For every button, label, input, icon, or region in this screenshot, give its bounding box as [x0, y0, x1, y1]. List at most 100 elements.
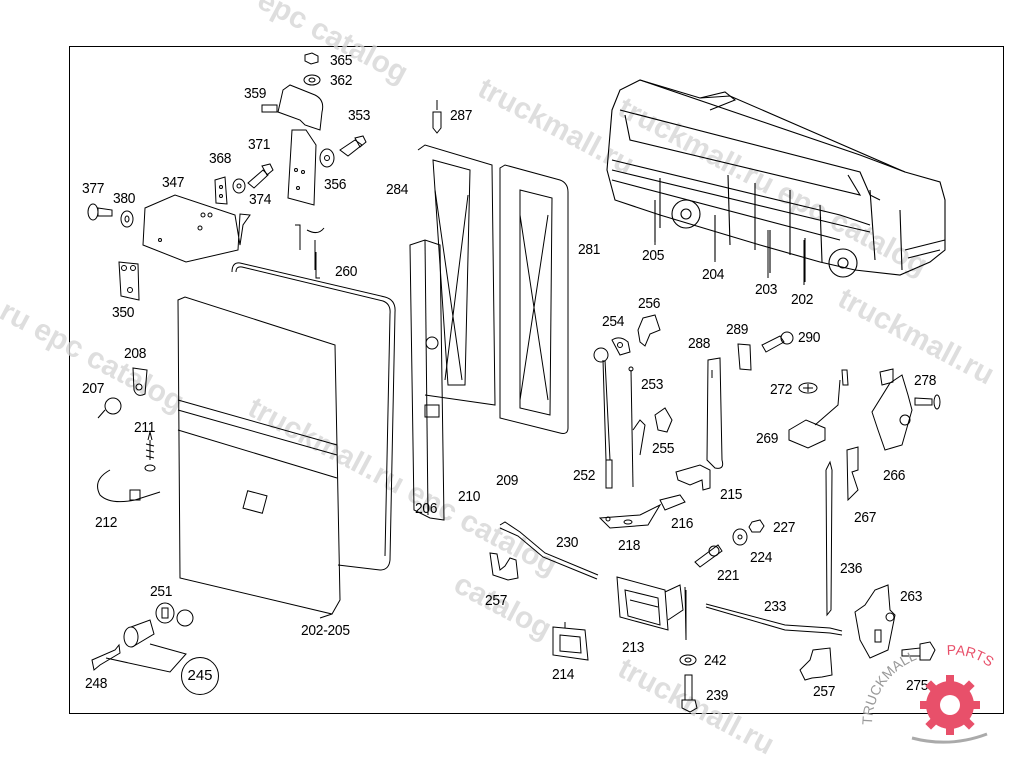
part-label[interactable]: 252 — [573, 467, 596, 484]
bracket-215-icon — [675, 464, 711, 491]
part-label[interactable]: 269 — [756, 430, 779, 447]
part-label[interactable]: 205 — [642, 247, 665, 264]
part-label-circled[interactable]: 245 — [181, 657, 219, 695]
part-label[interactable]: 272 — [770, 381, 793, 398]
part-label[interactable]: 275 — [906, 677, 929, 694]
part-label[interactable]: 257 — [485, 592, 508, 609]
lock-cylinder-245-icon — [123, 619, 155, 648]
part-label[interactable]: 288 — [688, 335, 711, 352]
part-label[interactable]: 365 — [330, 52, 353, 69]
part-label[interactable]: 254 — [602, 313, 625, 330]
part-label[interactable]: 233 — [764, 598, 787, 615]
seal-260-icon — [231, 224, 396, 571]
plate-350-icon — [118, 261, 140, 301]
bolt-221-icon — [694, 544, 723, 568]
part-label[interactable]: 287 — [450, 107, 473, 124]
part-label[interactable]: 362 — [330, 72, 353, 89]
leader-260 — [315, 252, 320, 279]
clip-289-icon — [737, 343, 752, 371]
part-label[interactable]: 266 — [883, 467, 906, 484]
part-label[interactable]: 218 — [618, 537, 641, 554]
bolt-290-icon — [761, 331, 794, 353]
cam-254-icon — [611, 337, 631, 356]
handle-213-icon — [616, 576, 687, 641]
part-label[interactable]: 350 — [112, 304, 135, 321]
grommet-272-icon — [798, 382, 818, 394]
truckmall-parts-logo: TRUCKMALL PARTS — [859, 630, 1022, 745]
part-label[interactable]: 257 — [813, 683, 836, 700]
part-label[interactable]: 209 — [496, 472, 519, 489]
part-label[interactable]: 203 — [755, 281, 778, 298]
part-label[interactable]: 215 — [720, 486, 743, 503]
part-label[interactable]: 260 — [335, 263, 358, 280]
cap-251-icon — [155, 602, 194, 627]
clip-257b-icon — [799, 647, 833, 681]
clip-257a-icon — [489, 552, 519, 581]
bolt-275-icon — [901, 641, 936, 661]
part-label[interactable]: 216 — [671, 515, 694, 532]
part-label[interactable]: 371 — [248, 136, 271, 153]
part-label[interactable]: 230 — [556, 534, 579, 551]
cable-tie-212-icon — [97, 469, 161, 503]
clip-255-icon — [654, 407, 673, 433]
part-label[interactable]: 267 — [854, 509, 877, 526]
part-label[interactable]: 236 — [840, 560, 863, 577]
part-label[interactable]: 263 — [900, 588, 923, 605]
part-label[interactable]: 356 — [324, 176, 347, 193]
part-label[interactable]: 213 — [622, 639, 645, 656]
plate-347-icon — [142, 194, 251, 263]
part-label[interactable]: 242 — [704, 652, 727, 669]
part-label[interactable]: 359 — [244, 85, 267, 102]
part-label[interactable]: 221 — [717, 567, 740, 584]
rod-252-icon — [593, 347, 613, 489]
hinge-359-icon — [261, 84, 324, 206]
part-label[interactable]: 227 — [773, 519, 796, 536]
part-label[interactable]: 211 — [134, 419, 156, 436]
part-label[interactable]: 202 — [791, 291, 814, 308]
part-label[interactable]: 256 — [638, 295, 661, 312]
part-label[interactable]: 353 — [348, 107, 371, 124]
part-label[interactable]: 278 — [914, 372, 937, 389]
lock-263-icon — [854, 584, 896, 659]
part-label[interactable]: 214 — [552, 666, 575, 683]
part-label[interactable]: 239 — [706, 687, 729, 704]
part-label[interactable]: 255 — [652, 440, 675, 457]
rod-236-icon — [825, 460, 833, 617]
bolt-377-icon — [87, 203, 113, 221]
bolt-239-icon — [681, 674, 698, 713]
part-label[interactable]: 284 — [386, 181, 409, 198]
part-label[interactable]: 374 — [249, 191, 272, 208]
part-label[interactable]: 290 — [798, 329, 821, 346]
rod-253-icon — [628, 366, 646, 488]
part-label[interactable]: 202-205 — [301, 622, 350, 639]
frame-281-icon — [499, 164, 569, 434]
part-label[interactable]: 281 — [578, 241, 601, 258]
catch-256-icon — [637, 314, 661, 347]
part-label[interactable]: 380 — [113, 190, 136, 207]
diagram-frame — [69, 46, 1004, 714]
part-label[interactable]: 251 — [150, 583, 173, 600]
part-label[interactable]: 207 — [82, 380, 105, 397]
part-label[interactable]: 253 — [641, 376, 664, 393]
part-label[interactable]: 224 — [750, 549, 773, 566]
rod-230-icon — [499, 521, 599, 580]
part-label[interactable]: 377 — [82, 180, 105, 197]
part-label[interactable]: 210 — [458, 488, 481, 505]
bracket-218-icon — [598, 503, 662, 529]
part-label[interactable]: 212 — [95, 514, 118, 531]
part-label[interactable]: 206 — [415, 500, 438, 517]
clip-216-icon — [659, 494, 686, 511]
part-label[interactable]: 368 — [209, 150, 232, 167]
part-label[interactable]: 248 — [85, 675, 108, 692]
washer-380-icon — [120, 210, 134, 228]
part-label[interactable]: 204 — [702, 266, 725, 283]
bolt-278-icon — [914, 394, 941, 410]
part-label[interactable]: 347 — [162, 174, 185, 191]
washer-242-icon — [679, 654, 697, 666]
gear-icon — [911, 675, 988, 744]
buffer-207-icon — [97, 397, 122, 419]
part-label[interactable]: 289 — [726, 321, 749, 338]
leader-245 — [105, 643, 187, 673]
part-label[interactable]: 208 — [124, 345, 147, 362]
strap-288-icon — [706, 357, 724, 469]
